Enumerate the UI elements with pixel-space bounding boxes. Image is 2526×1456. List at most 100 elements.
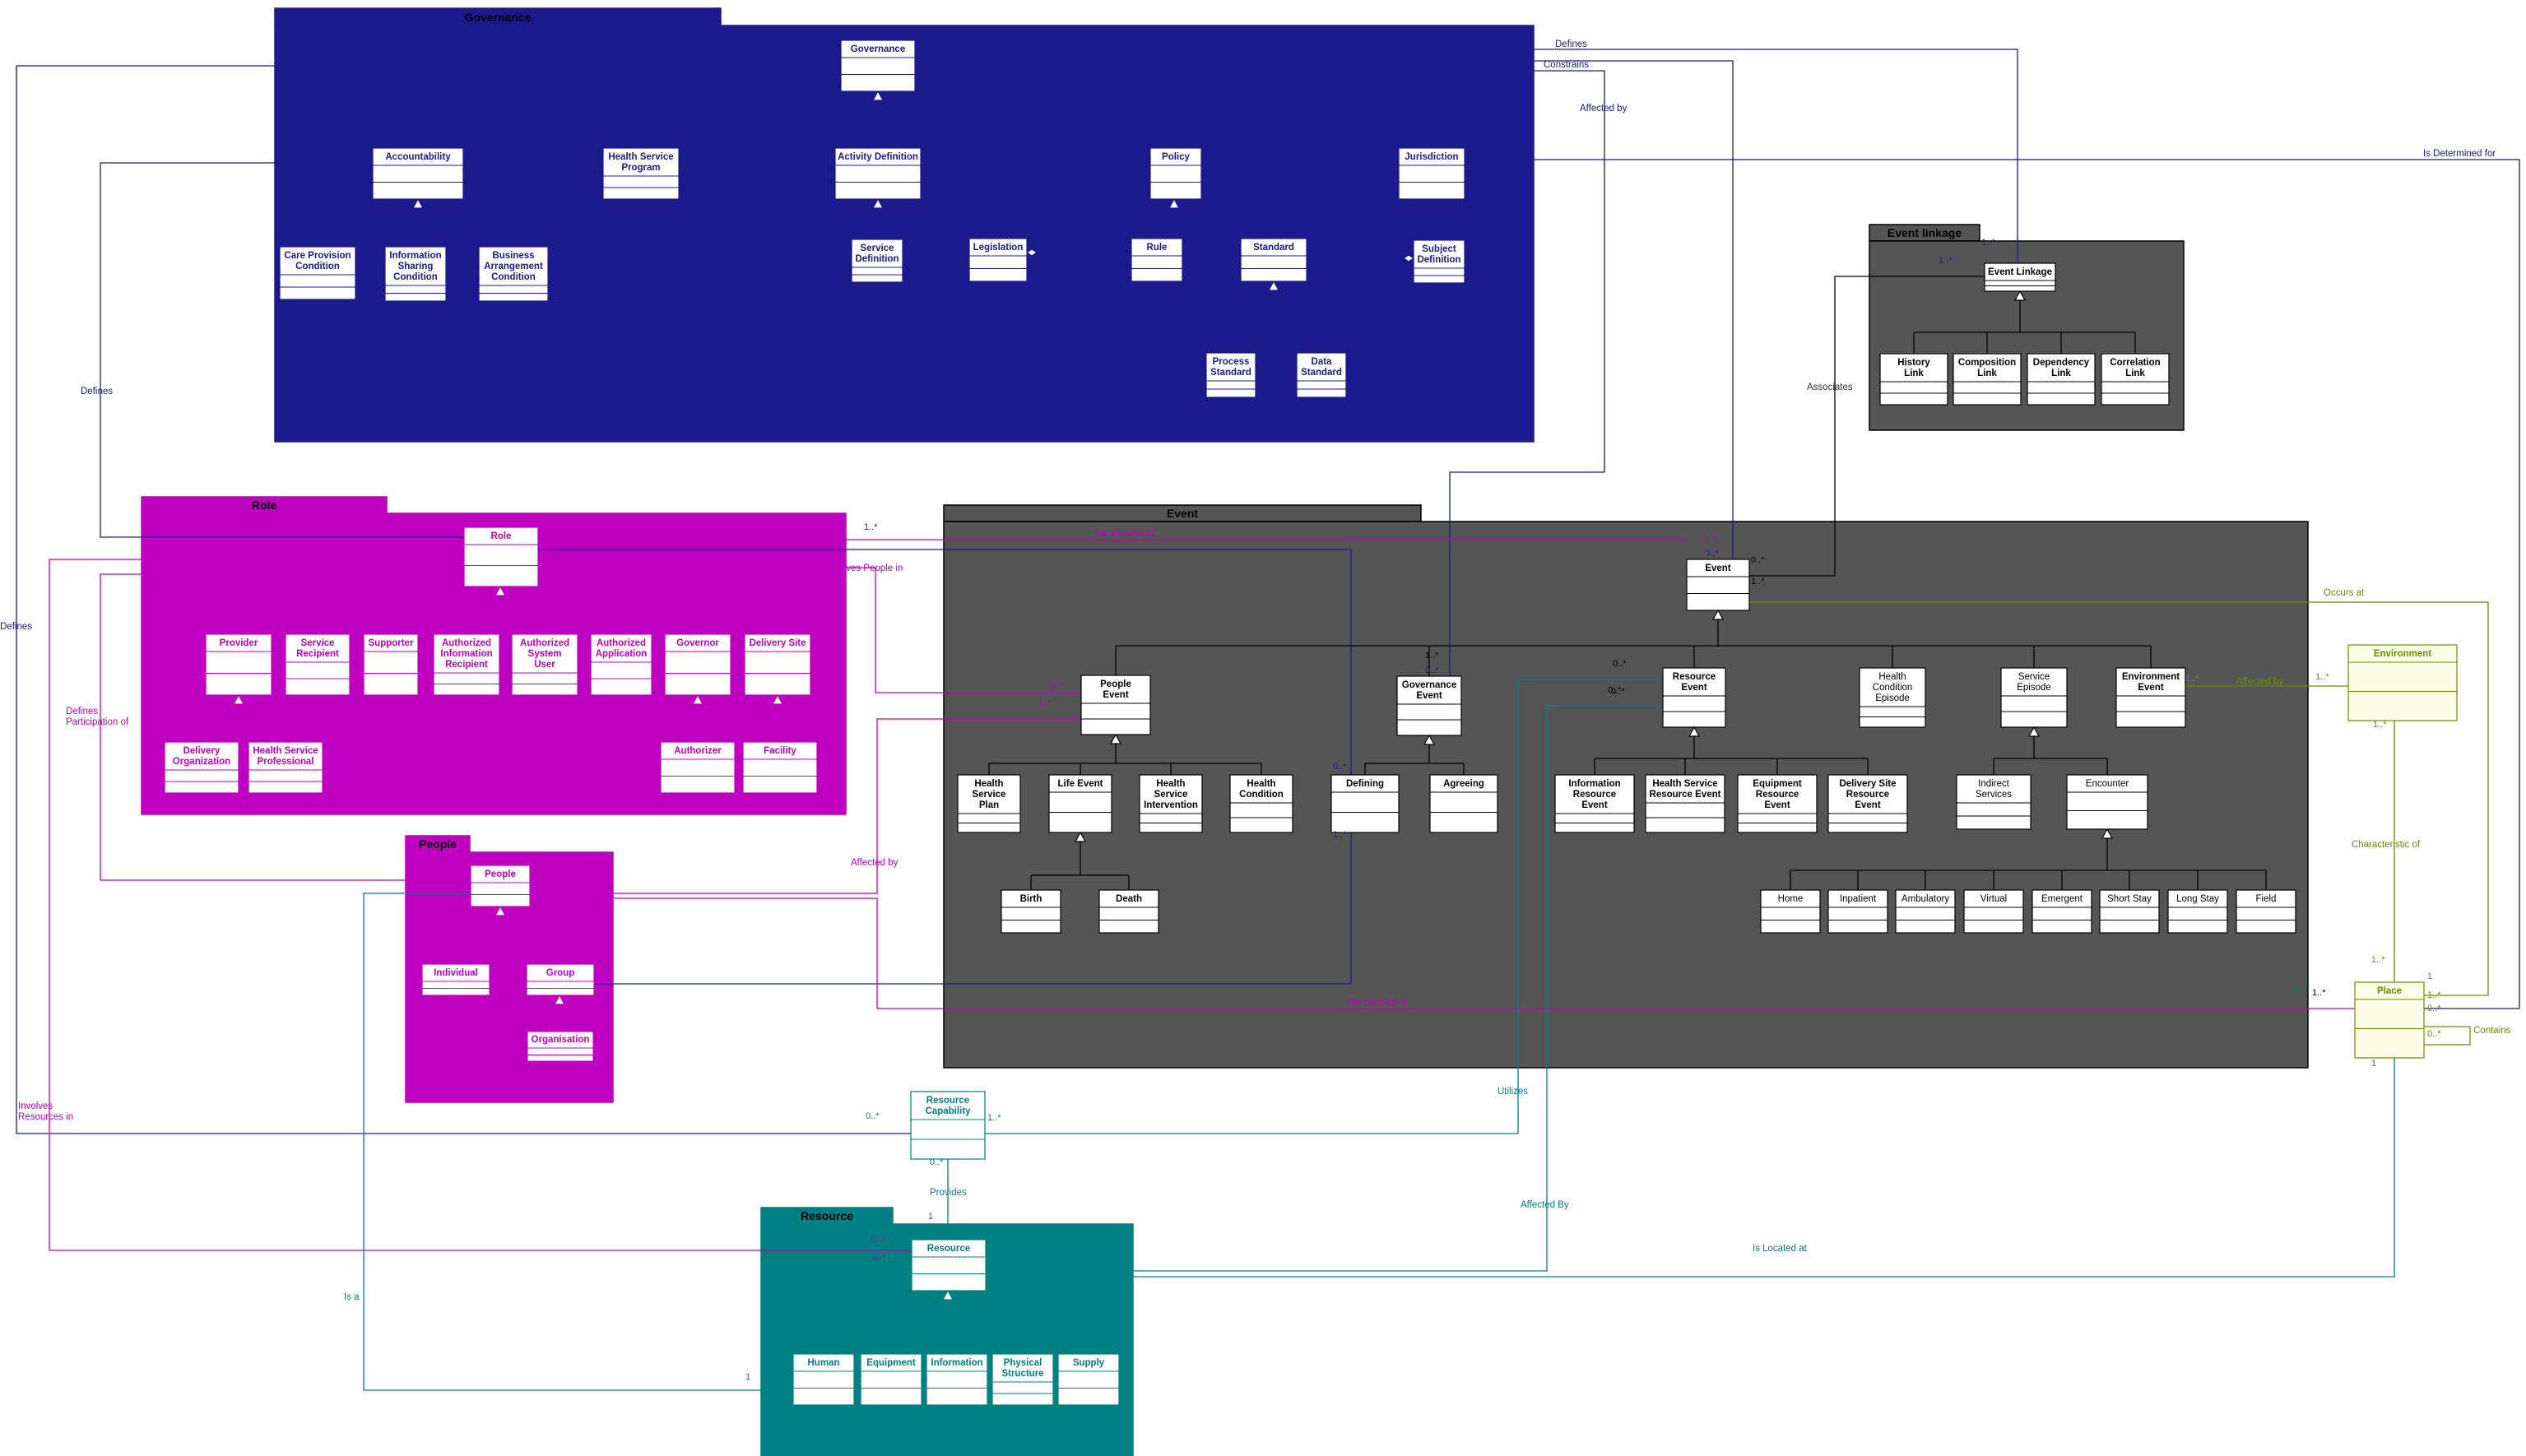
class-name: Condition <box>491 272 536 282</box>
multiplicity-label: 0..* <box>923 142 937 152</box>
class-long-stay[interactable]: Long Stay <box>2167 889 2228 934</box>
class-life-event[interactable]: Life Event <box>1048 774 1112 833</box>
class-encounter[interactable]: Encounter <box>2066 774 2148 830</box>
class-governor[interactable]: Governor <box>664 633 731 696</box>
class-event-linkage[interactable]: Event Linkage <box>1984 262 2056 292</box>
class-name: Home <box>1778 894 1804 904</box>
class-activity-definition[interactable]: Activity Definition <box>834 147 922 200</box>
class-equipment[interactable]: Equipment <box>860 1353 922 1406</box>
class-name: Business <box>492 251 534 261</box>
class-accountability[interactable]: Accountability <box>372 147 464 200</box>
class-field[interactable]: Field <box>2236 889 2296 934</box>
association-label-affected-by: Affected by <box>851 858 898 868</box>
class-standard[interactable]: Standard <box>1240 238 1307 282</box>
class-legislation[interactable]: Legislation <box>968 238 1028 282</box>
class-supply[interactable]: Supply <box>1057 1353 1120 1406</box>
class-resource[interactable]: Resource <box>911 1239 987 1291</box>
class-jurisdiction[interactable]: Jurisdiction <box>1398 147 1465 200</box>
class-box <box>910 1091 986 1160</box>
generalization-arrow <box>232 693 245 705</box>
class-rule[interactable]: Rule <box>1131 238 1183 282</box>
class-death[interactable]: Death <box>1098 889 1159 934</box>
class-supporter[interactable]: Supporter <box>363 633 419 696</box>
class-event[interactable]: Event <box>1686 559 1750 611</box>
class-short-stay[interactable]: Short Stay <box>2099 889 2160 934</box>
class-environment[interactable]: Environment <box>2347 644 2458 721</box>
class-governance[interactable]: Governance <box>840 39 916 92</box>
class-name: Defining <box>1346 779 1384 789</box>
class-provider[interactable]: Provider <box>205 633 272 696</box>
class-box <box>2099 889 2160 934</box>
class-name: Event <box>1103 690 1128 700</box>
multiplicity-label: 0..* <box>1705 549 1719 559</box>
class-role[interactable]: Role <box>463 526 539 587</box>
class-box <box>744 633 811 696</box>
association-line <box>538 549 1352 985</box>
class-information[interactable]: Information <box>926 1353 988 1406</box>
class-delivery-site[interactable]: Delivery Site <box>744 633 811 696</box>
class-box <box>2236 889 2296 934</box>
class-defining[interactable]: Defining <box>1330 774 1400 833</box>
class-home[interactable]: Home <box>1760 889 1821 934</box>
multiplicity-label: 1..* <box>434 561 448 571</box>
class-authorizer[interactable]: Authorizer <box>660 741 736 794</box>
class-inpatient[interactable]: Inpatient <box>1827 889 1888 934</box>
class-agreeing[interactable]: Agreeing <box>1429 774 1498 833</box>
class-name: Resource <box>1756 790 1799 800</box>
multiplicity-label: 1 <box>987 1251 992 1261</box>
class-place[interactable]: Place <box>2354 981 2425 1059</box>
class-name: Physical <box>1004 1358 1042 1368</box>
class-organisation[interactable]: Organisation <box>525 1029 596 1064</box>
class-virtual[interactable]: Virtual <box>1963 889 2024 934</box>
class-policy[interactable]: Policy <box>1149 147 1202 200</box>
class-ambulatory[interactable]: Ambulatory <box>1895 889 1956 934</box>
multiplicity-label: 1..* <box>917 30 931 39</box>
class-people[interactable]: People <box>470 865 531 907</box>
class-individual[interactable]: Individual <box>421 963 490 996</box>
association-line <box>986 1058 2395 1277</box>
class-birth[interactable]: Birth <box>1001 889 1061 934</box>
class-emergent[interactable]: Emergent <box>2031 889 2092 934</box>
class-human[interactable]: Human <box>792 1353 855 1406</box>
class-facility[interactable]: Facility <box>742 741 818 794</box>
class-name: Arrangement <box>484 262 543 271</box>
class-group[interactable]: Group <box>526 963 595 996</box>
generalization-arrow <box>494 905 507 916</box>
class-name: Plan <box>979 800 999 810</box>
